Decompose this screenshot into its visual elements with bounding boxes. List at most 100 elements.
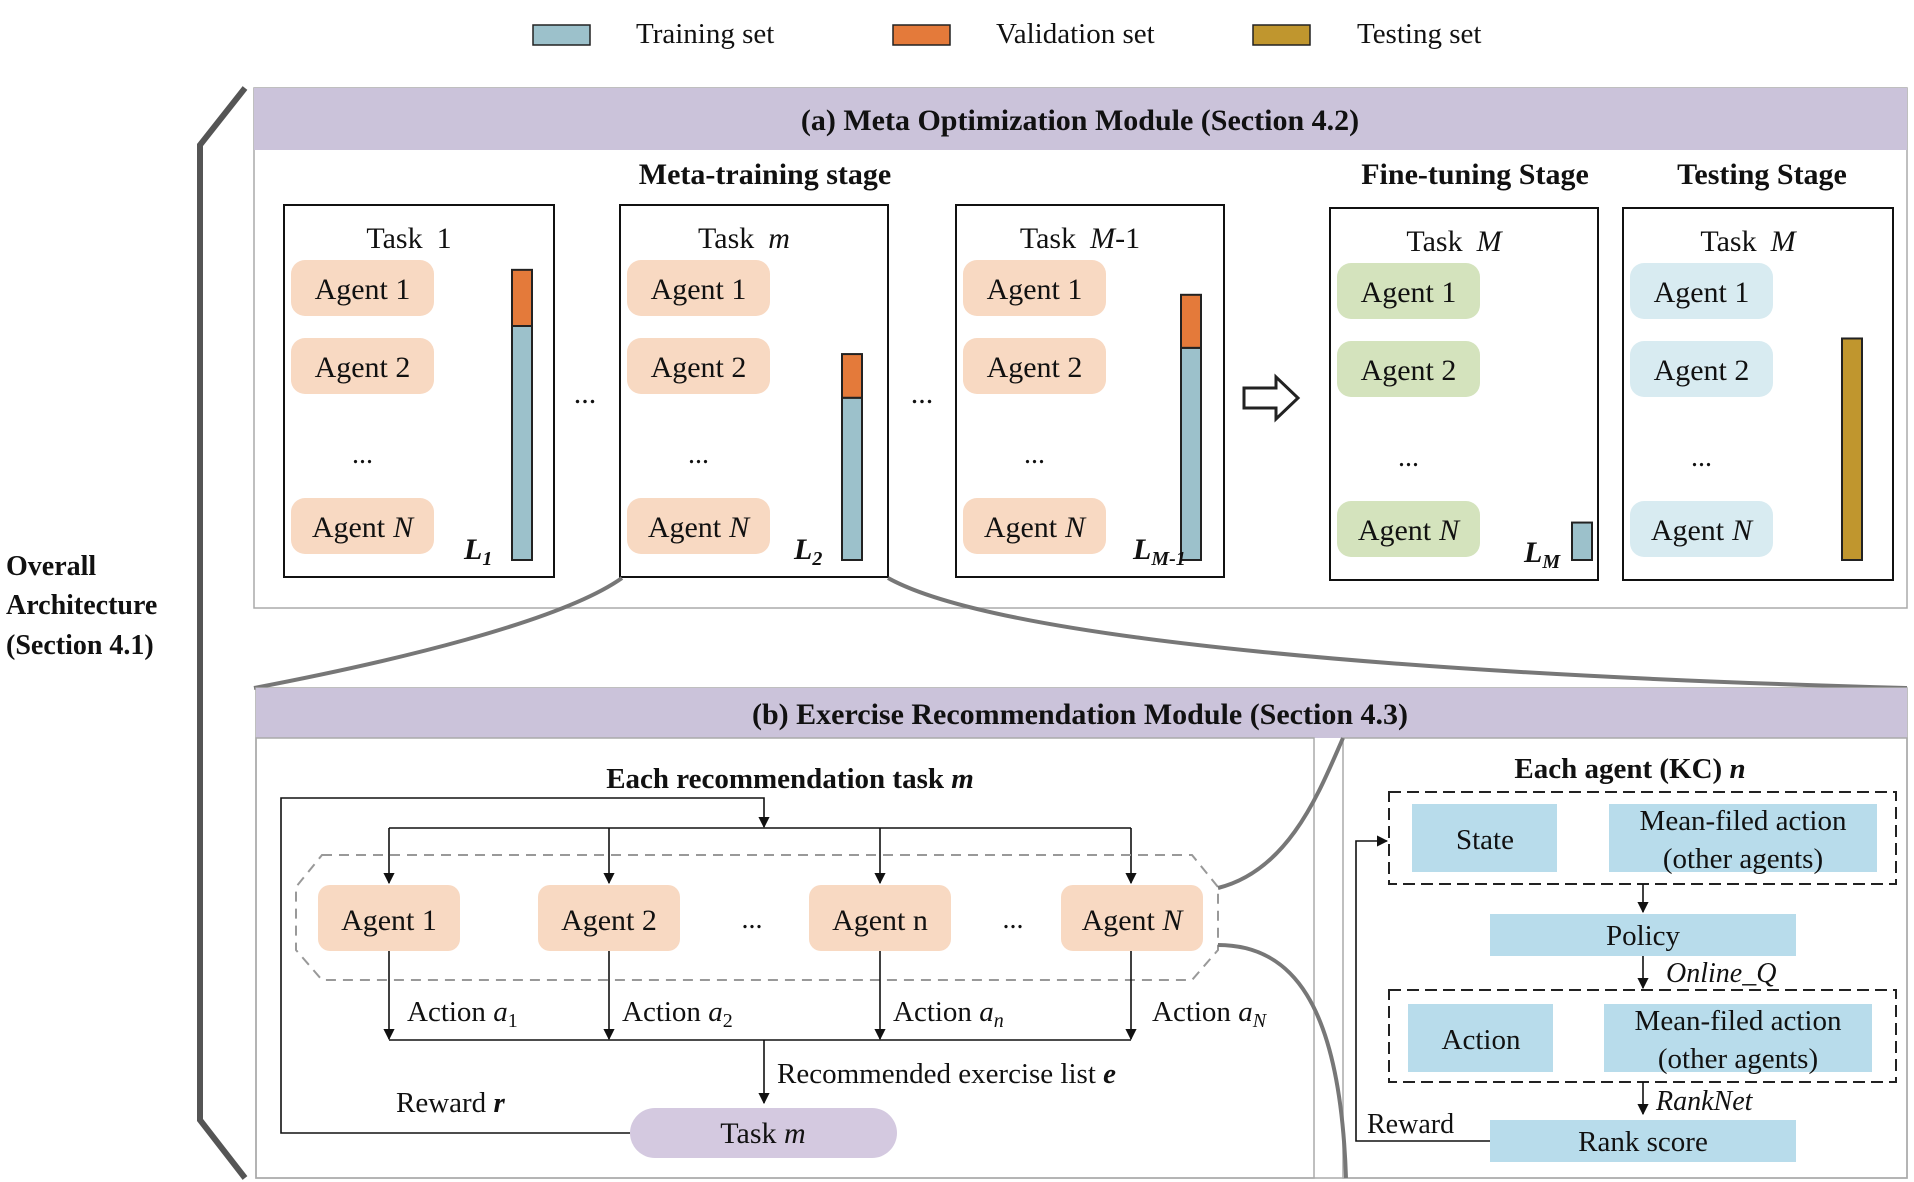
- legend-testing-swatch: [1252, 24, 1311, 46]
- agent-label: Agent 1: [651, 273, 747, 306]
- agent-ellipsis: ...: [688, 439, 709, 470]
- policy-box: [1490, 914, 1796, 956]
- recommendation-task-heading: Each recommendation task m: [606, 763, 974, 795]
- loss-label: L2: [793, 533, 822, 570]
- meta-optimization-module: (a) Meta Optimization Module (Section 4.…: [253, 87, 1908, 609]
- agent-box: [291, 498, 434, 554]
- fine-tuning-stage-label: Fine-tuning Stage: [1361, 158, 1589, 191]
- loss-label: LM: [1523, 536, 1561, 573]
- agent-label: Agent 1: [315, 273, 411, 306]
- agent-box: [291, 260, 434, 316]
- agent-detail-panel: [1342, 737, 1908, 1179]
- overall-architecture: Overall Architecture (Section 4.1): [6, 86, 248, 1180]
- testing-stage-label: Testing Stage: [1677, 158, 1847, 191]
- ranknet-label: RankNet: [1655, 1086, 1754, 1117]
- agent-label: Agent 2: [987, 351, 1083, 384]
- legend-training-swatch: [532, 24, 591, 46]
- agent-box: [1630, 263, 1773, 319]
- agent-N-box: [1061, 885, 1203, 951]
- agent-box: [291, 338, 434, 394]
- validation-bar: [1180, 293, 1202, 349]
- legend-training-label: Training set: [636, 18, 774, 50]
- agent-label: Agent 2: [651, 351, 747, 384]
- module-b-header: [256, 688, 1907, 738]
- agent-box: [627, 338, 770, 394]
- action-label-2: Action a2: [622, 996, 733, 1032]
- overall-label-line2: Architecture: [6, 590, 157, 621]
- agent-n-box: [809, 885, 951, 951]
- legend-validation-label: Validation set: [996, 18, 1155, 50]
- action-box: [1408, 1004, 1553, 1072]
- agent-box: [1630, 341, 1773, 397]
- rank-score-label: Rank score: [1578, 1126, 1708, 1158]
- agent-label: Agent 1: [1654, 276, 1750, 309]
- agent-zoom-curve-bottom: [1217, 943, 1348, 1179]
- agent-box: [627, 260, 770, 316]
- meanfield-1-line2: (other agents): [1663, 843, 1823, 875]
- task-pill-label: Task m: [720, 1117, 805, 1150]
- agent-box: [963, 338, 1106, 394]
- agent-n-label: Agent n: [832, 904, 928, 937]
- agent-ellipsis: ...: [352, 439, 373, 470]
- training-bar: [1571, 521, 1593, 561]
- overall-label-line3: (Section 4.1): [6, 630, 154, 661]
- agent-label: Agent 2: [315, 351, 411, 384]
- validation-bar: [841, 353, 863, 399]
- legend-validation-swatch: [892, 24, 951, 46]
- agent-ellipsis: ...: [1691, 442, 1712, 473]
- stage-transition-arrow-icon: [1242, 373, 1301, 423]
- zoom-connector-right: [887, 576, 1908, 690]
- agent-1-box: [318, 885, 460, 951]
- training-bar: [841, 396, 863, 562]
- validation-bar: [511, 268, 533, 327]
- agent-box: [963, 498, 1106, 554]
- testing-bar: [1841, 337, 1863, 562]
- tasks-ellipsis-2: ...: [911, 377, 934, 410]
- reward-loop-line: [1355, 835, 1490, 1142]
- agent-2-label: Agent 2: [561, 904, 657, 937]
- action-label-1: Action a1: [407, 996, 518, 1032]
- module-a-header: [254, 88, 1907, 150]
- agents-ellipsis-1: ...: [742, 904, 763, 935]
- agent-box: [1337, 263, 1480, 319]
- state-box: [1412, 804, 1557, 872]
- online-q-label: Online_Q: [1666, 958, 1776, 989]
- agent-detail-heading: Each agent (KC) n: [1514, 753, 1745, 785]
- legend: Training set Validation set Testing set: [532, 18, 1481, 50]
- meanfield-1-line1: Mean-filed action: [1640, 805, 1847, 837]
- state-label: State: [1456, 824, 1514, 856]
- agent-1-label: Agent 1: [341, 904, 437, 937]
- action-label: Action: [1442, 1024, 1521, 1056]
- overall-bracket: [197, 86, 248, 1180]
- agents-ellipsis-2: ...: [1003, 904, 1024, 935]
- meanfield-2-line2: (other agents): [1658, 1043, 1818, 1075]
- meanfield-box-2: [1604, 1004, 1872, 1072]
- training-bar: [1180, 346, 1202, 561]
- agent-label: Agent 1: [1361, 276, 1457, 309]
- action-label-4: Action aN: [1152, 996, 1268, 1032]
- loss-label: LM-1: [1132, 533, 1186, 570]
- overall-label-line1: Overall: [6, 551, 96, 582]
- zoom-connector-left: [253, 576, 624, 690]
- agent-ellipsis: ...: [1024, 439, 1045, 470]
- rank-score-box: [1490, 1120, 1796, 1162]
- agent-N-label: Agent N: [1082, 904, 1185, 937]
- agent-label: Agent 1: [987, 273, 1083, 306]
- meta-training-stage-label: Meta-training stage: [639, 158, 891, 191]
- agent-box: [627, 498, 770, 554]
- agent-2-box: [538, 885, 680, 951]
- module-b-title: (b) Exercise Recommendation Module (Sect…: [752, 698, 1408, 731]
- reward-feedback-line: [280, 797, 770, 1134]
